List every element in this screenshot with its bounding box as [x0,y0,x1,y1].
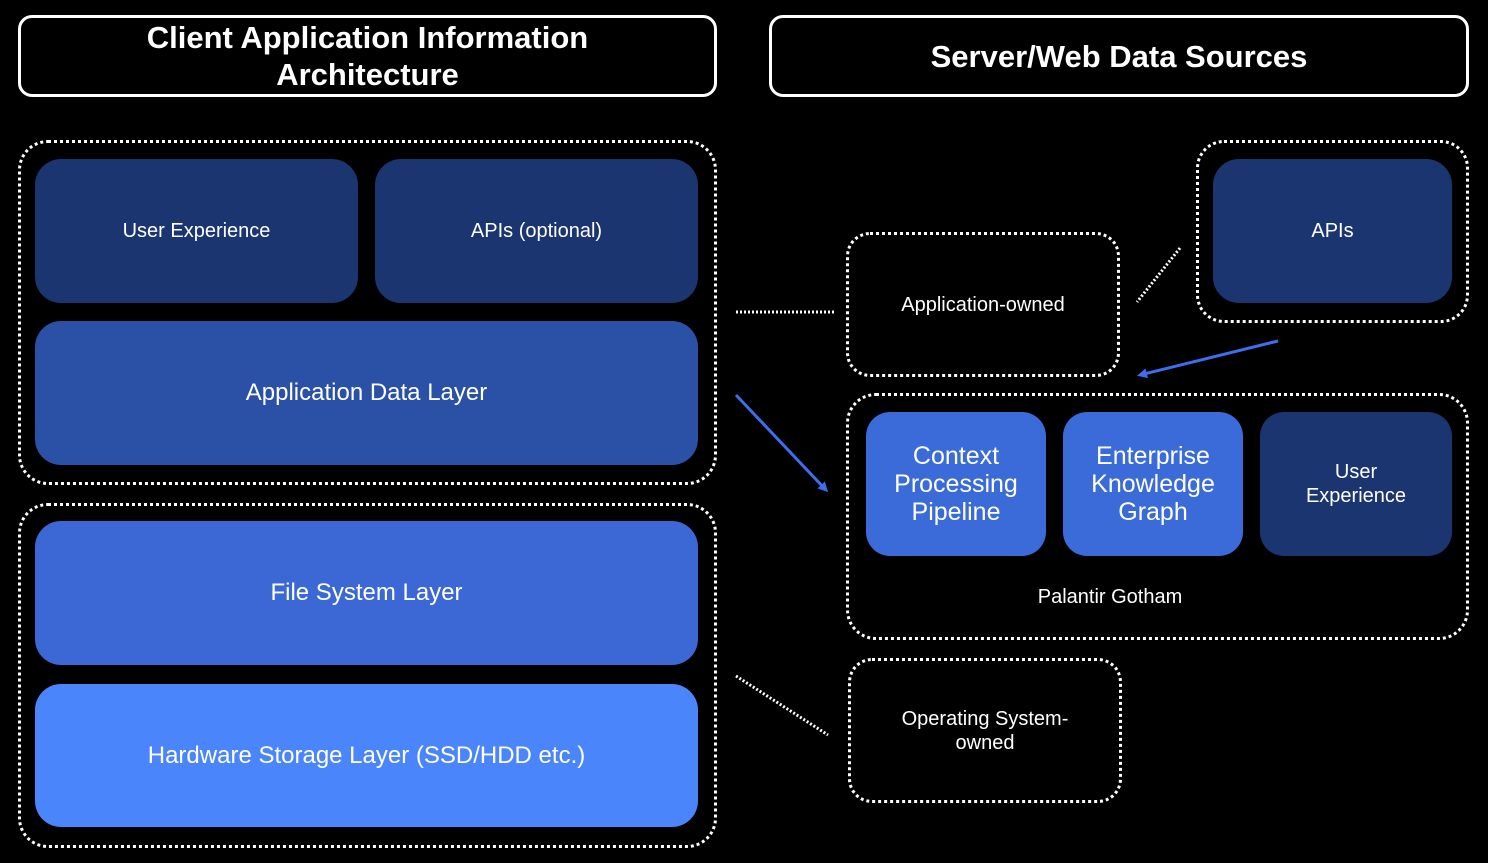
apis-optional-label: APIs (optional) [470,220,603,242]
client-architecture-title: Client Application Information Architect… [146,20,589,92]
server-sources-title: Server/Web Data Sources [930,38,1308,74]
apis-to-gotham-arrow [1137,339,1279,379]
apis-to-app-owned-connector [1135,247,1182,303]
palantir-gotham-label: Palantir Gotham [1037,586,1183,608]
app-data-to-gotham-arrow [734,393,829,493]
storage-to-os-owned-connector [735,674,829,737]
os-owned-box: Operating System-owned [848,658,1122,803]
file-system-layer-block: File System Layer [35,521,698,665]
context-processing-pipeline-label: Context Processing Pipeline [894,442,1018,526]
apis-optional-block: APIs (optional) [375,159,698,303]
file-system-layer-label: File System Layer [270,579,463,606]
os-storage-group [18,503,717,848]
application-data-layer-label: Application Data Layer [245,379,488,406]
apis-group [1196,140,1469,323]
user-experience-label: User Experience [122,220,271,242]
application-owned-box: Application-owned [846,232,1120,377]
client-application-group [18,140,717,485]
apis-block: APIs [1213,159,1452,303]
server-sources-header: Server/Web Data Sources [769,15,1469,97]
hardware-storage-layer-block: Hardware Storage Layer (SSD/HDD etc.) [35,684,698,827]
application-owned-label: Application-owned [901,293,1065,316]
hardware-storage-layer-label: Hardware Storage Layer (SSD/HDD etc.) [147,741,586,769]
user-experience-block: User Experience [35,159,358,303]
enterprise-knowledge-graph-label: Enterprise Knowledge Graph [1091,442,1215,526]
gotham-user-experience-label: User Experience [1305,461,1407,507]
apis-label: APIs [1311,220,1354,242]
enterprise-knowledge-graph-block: Enterprise Knowledge Graph [1063,412,1243,556]
gotham-user-experience-block: User Experience [1260,412,1452,556]
context-processing-pipeline-block: Context Processing Pipeline [866,412,1046,556]
os-owned-label: Operating System-owned [901,707,1069,754]
application-data-layer-block: Application Data Layer [35,321,698,465]
client-architecture-header: Client Application Information Architect… [18,15,717,97]
palantir-gotham-group [846,393,1469,640]
